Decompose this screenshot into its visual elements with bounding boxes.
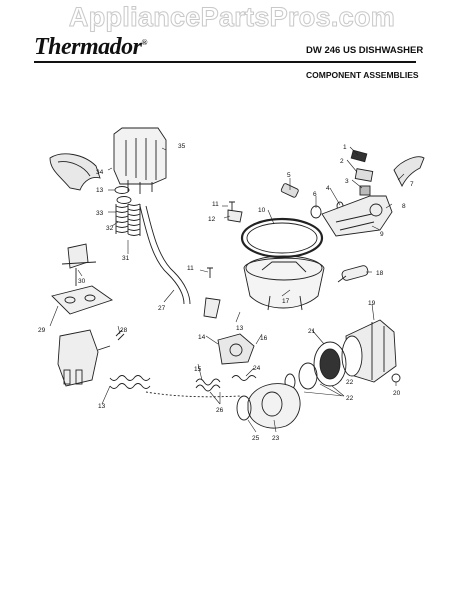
- brand-logo: Thermador®: [34, 34, 148, 61]
- callout-16: 16: [260, 335, 268, 342]
- callout-11b: 11: [187, 265, 194, 272]
- callout-9: 9: [380, 231, 384, 238]
- part-float-30: [61, 243, 97, 286]
- callout-12: 12: [208, 216, 216, 223]
- callout-19: 19: [368, 300, 376, 307]
- callout-34: 34: [96, 169, 104, 176]
- callout-30: 30: [78, 278, 86, 285]
- part-bracket-7: [393, 156, 425, 188]
- callout-13a: 13: [96, 187, 104, 194]
- brand-name: Thermador: [34, 34, 142, 60]
- part-spring-24: [231, 375, 257, 381]
- part-manifold-9: [321, 195, 393, 237]
- callout-29: 29: [38, 327, 46, 334]
- callout-21: 21: [308, 328, 316, 335]
- model-title: DW 246 US DISHWASHER: [306, 45, 424, 56]
- callout-18: 18: [376, 270, 384, 277]
- callout-7: 7: [410, 181, 414, 188]
- callout-14: 14: [198, 334, 206, 341]
- part-cover-34: [49, 153, 101, 191]
- part-heater-18: [337, 265, 369, 283]
- callout-26: 26: [216, 407, 224, 414]
- callout-1: 1: [343, 144, 347, 151]
- leader-lines: [49, 146, 405, 433]
- callout-27: 27: [158, 305, 166, 312]
- part-hose-15: [195, 378, 221, 392]
- callout-5: 5: [287, 172, 291, 179]
- part-springs-31: [115, 203, 141, 236]
- part-2: [354, 168, 374, 182]
- part-screw-11b: [207, 267, 213, 278]
- part-valve-assembly-13: [57, 329, 111, 387]
- callout-2: 2: [340, 158, 344, 165]
- callout-22b: 22: [346, 395, 354, 402]
- part-1: [350, 149, 368, 163]
- part-motor-19: [341, 319, 397, 383]
- callout-35: 35: [178, 143, 186, 150]
- callout-3: 3: [345, 178, 349, 185]
- callout-15: 15: [194, 366, 202, 373]
- header-rule: [34, 61, 416, 63]
- callout-13b: 13: [236, 325, 244, 332]
- part-corrugated-hose-13: [109, 375, 151, 389]
- callout-20: 20: [393, 390, 401, 397]
- section-title: COMPONENT ASSEMBLIES: [306, 70, 419, 80]
- watermark: AppliancePartsPros.com: [68, 2, 396, 33]
- callout-13c: 13: [98, 403, 106, 410]
- callout-11a: 11: [212, 201, 219, 208]
- part-pump-14: [203, 297, 255, 365]
- part-housing-23: [236, 383, 301, 429]
- callout-31: 31: [122, 255, 130, 262]
- callout-25: 25: [252, 435, 260, 442]
- part-bracket-35: [113, 127, 167, 194]
- dash-line: [145, 391, 241, 398]
- part-clip-12: [227, 209, 243, 223]
- callout-24: 24: [253, 365, 261, 372]
- callout-22a: 22: [346, 379, 354, 386]
- callout-28: 28: [120, 327, 128, 334]
- callout-6: 6: [313, 191, 317, 198]
- part-sump-17: [240, 217, 325, 311]
- callout-32: 32: [106, 225, 114, 232]
- callout-8: 8: [402, 203, 406, 210]
- part-nut-20: [391, 373, 401, 383]
- part-ring-13a: [114, 186, 130, 194]
- callout-numbers: 1 2 3 4 5 6 7 8 9 10 11 11 12 13 13 13 1…: [38, 143, 414, 442]
- callout-23: 23: [272, 435, 280, 442]
- callout-17: 17: [282, 298, 290, 305]
- callout-4: 4: [326, 185, 330, 192]
- part-base-29: [51, 285, 113, 315]
- callout-10: 10: [258, 207, 266, 214]
- part-impeller-21: [284, 341, 347, 391]
- part-28: [115, 329, 125, 341]
- part-ring-13b: [116, 196, 132, 204]
- registered-mark: ®: [141, 38, 148, 47]
- callout-33: 33: [96, 210, 104, 217]
- part-3: [359, 185, 371, 196]
- part-hose-27: [139, 205, 191, 305]
